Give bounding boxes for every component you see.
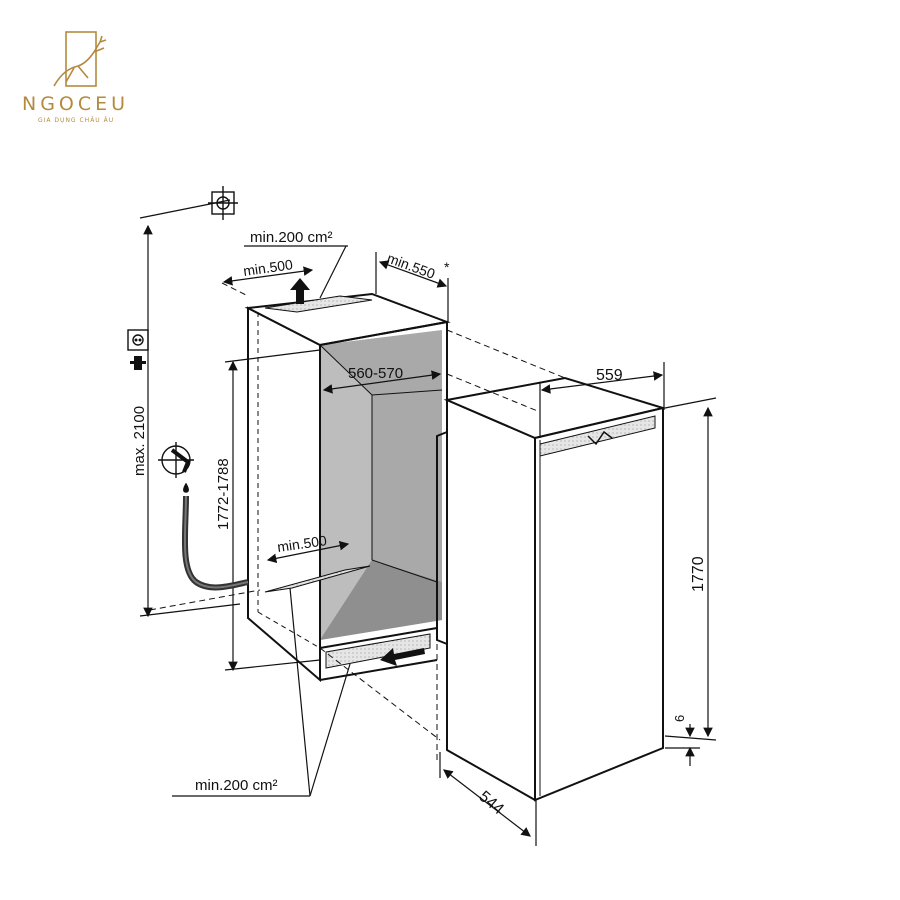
water-tap-icon bbox=[158, 442, 194, 493]
wall-anchor-icon bbox=[208, 186, 238, 220]
niche-width-label: 560-570 bbox=[348, 365, 403, 382]
brand-logo-mark bbox=[53, 31, 107, 87]
appliance-width-label: 559 bbox=[596, 367, 623, 384]
top-airflow-arrow bbox=[290, 278, 310, 304]
max-height-label: max. 2100 bbox=[131, 406, 148, 476]
plinth-airflow-arrow bbox=[380, 648, 425, 666]
niche-depth-note: * bbox=[444, 259, 450, 275]
appliance-body bbox=[443, 376, 667, 802]
top-vent-grille bbox=[264, 295, 373, 313]
dimension-lines bbox=[139, 199, 717, 846]
top-vent-depth-label: min.500 bbox=[242, 256, 294, 279]
appliance-top-vent bbox=[539, 415, 656, 457]
plug-icon bbox=[130, 356, 146, 370]
niche-depth-label: min.550 bbox=[385, 250, 437, 282]
brand-name: NGOCEU bbox=[22, 93, 130, 115]
appliance-vent-notch bbox=[587, 430, 613, 446]
bottom-vent-area-label: min.200 cm² bbox=[195, 777, 278, 794]
bottom-vent-grille bbox=[264, 565, 371, 593]
niche-cabinet bbox=[244, 292, 451, 683]
appliance-depth-label: 544 bbox=[475, 788, 506, 818]
appliance-height-label: 1770 bbox=[690, 556, 707, 592]
socket-icon bbox=[127, 329, 149, 351]
top-vent-area-label: min.200 cm² bbox=[250, 229, 333, 246]
brand-tagline: GIA DỤNG CHÂU ÂU bbox=[38, 117, 115, 124]
plinth-gap-label: 6 bbox=[672, 715, 687, 722]
niche-height-label: 1772-1788 bbox=[215, 458, 232, 530]
bottom-vent-depth-label: min.500 bbox=[276, 532, 328, 555]
plinth-vent-grille bbox=[325, 633, 431, 669]
